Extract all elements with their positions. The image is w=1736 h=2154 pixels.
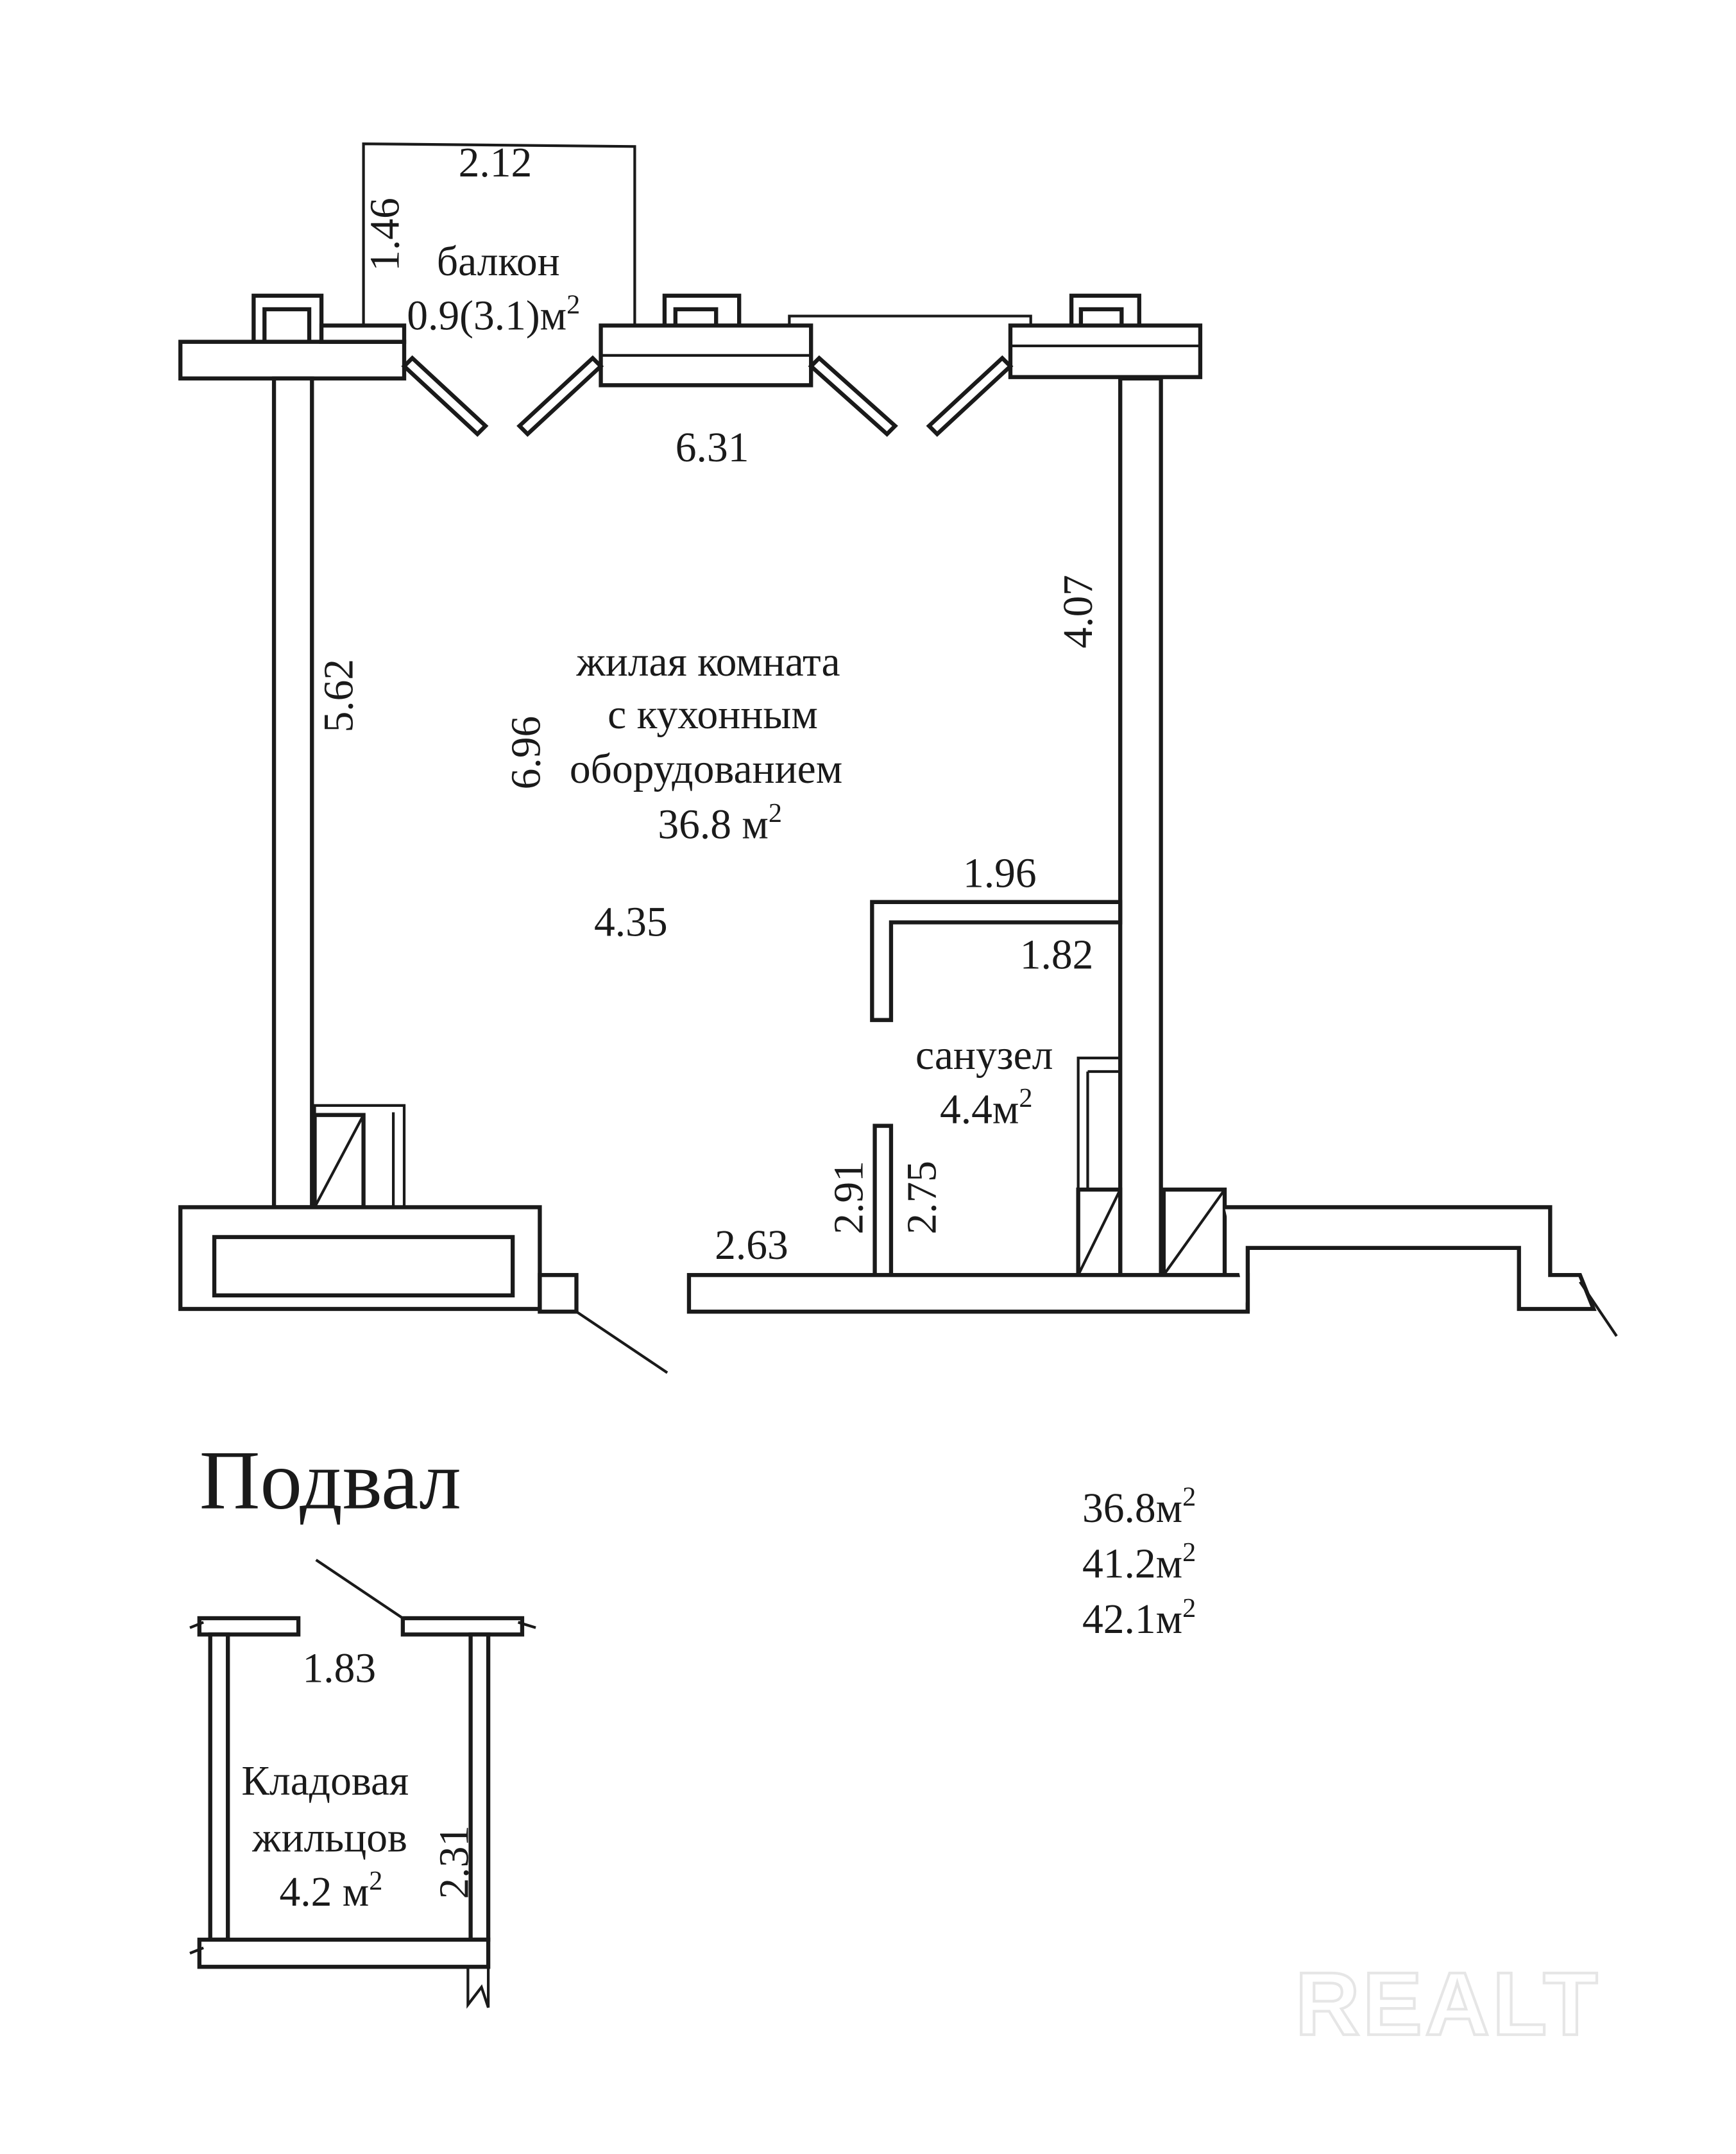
dim-entry: 2.63 — [715, 1222, 788, 1269]
dim-room-width: 4.35 — [594, 900, 668, 946]
realt-watermark: REALT — [1295, 1954, 1601, 2054]
living-room-label-3: оборудованием — [570, 746, 842, 792]
left-wall — [271, 376, 314, 1209]
living-room-area: 36.8 м2 — [658, 798, 782, 848]
living-room-label-1: жилая комната — [575, 639, 840, 685]
dim-bath-top: 1.96 — [963, 851, 1037, 897]
dim-bath-h1: 2.91 — [826, 1161, 872, 1235]
storage-depth: 2.31 — [431, 1825, 477, 1899]
dim-right-wall: 4.07 — [1055, 575, 1102, 649]
balcony-depth: 1.46 — [362, 198, 409, 271]
total-living-area: 36.8м2 — [1082, 1482, 1196, 1532]
bathroom-area: 4.4м2 — [940, 1083, 1033, 1133]
balcony-width: 2.12 — [459, 140, 532, 186]
storage-label-1: Кладовая — [241, 1758, 409, 1804]
dim-bath-inner: 1.82 — [1020, 932, 1094, 978]
storage-area: 4.2 м2 — [280, 1866, 383, 1915]
right-wall — [1118, 376, 1163, 1278]
balcony-label: балкон — [437, 239, 560, 285]
dim-room-length: 6.96 — [503, 716, 549, 790]
bottom-walls — [178, 1205, 1618, 1374]
dim-top: 6.31 — [676, 425, 749, 471]
shafts — [312, 1104, 1227, 1278]
storage-label-2: жильцов — [251, 1815, 407, 1861]
total-flat-area: 41.2м2 — [1082, 1537, 1196, 1587]
bathroom-label: санузел — [915, 1032, 1053, 1079]
basement-title: Подвал — [200, 1434, 461, 1527]
balcony-area: 0.9(3.1)м2 — [407, 289, 580, 339]
balcony-outline — [362, 142, 636, 326]
living-room-label-2: с кухонным — [608, 692, 818, 738]
total-overall-area: 42.1м2 — [1082, 1593, 1196, 1643]
dim-left-wall: 5.62 — [316, 659, 362, 733]
bathroom-partitions — [870, 900, 1123, 1278]
storage-walls — [189, 1559, 536, 2009]
top-wall — [178, 293, 1203, 388]
storage-width: 1.83 — [302, 1645, 376, 1691]
dim-bath-h2: 2.75 — [899, 1161, 946, 1235]
window-sashes — [401, 355, 1014, 437]
